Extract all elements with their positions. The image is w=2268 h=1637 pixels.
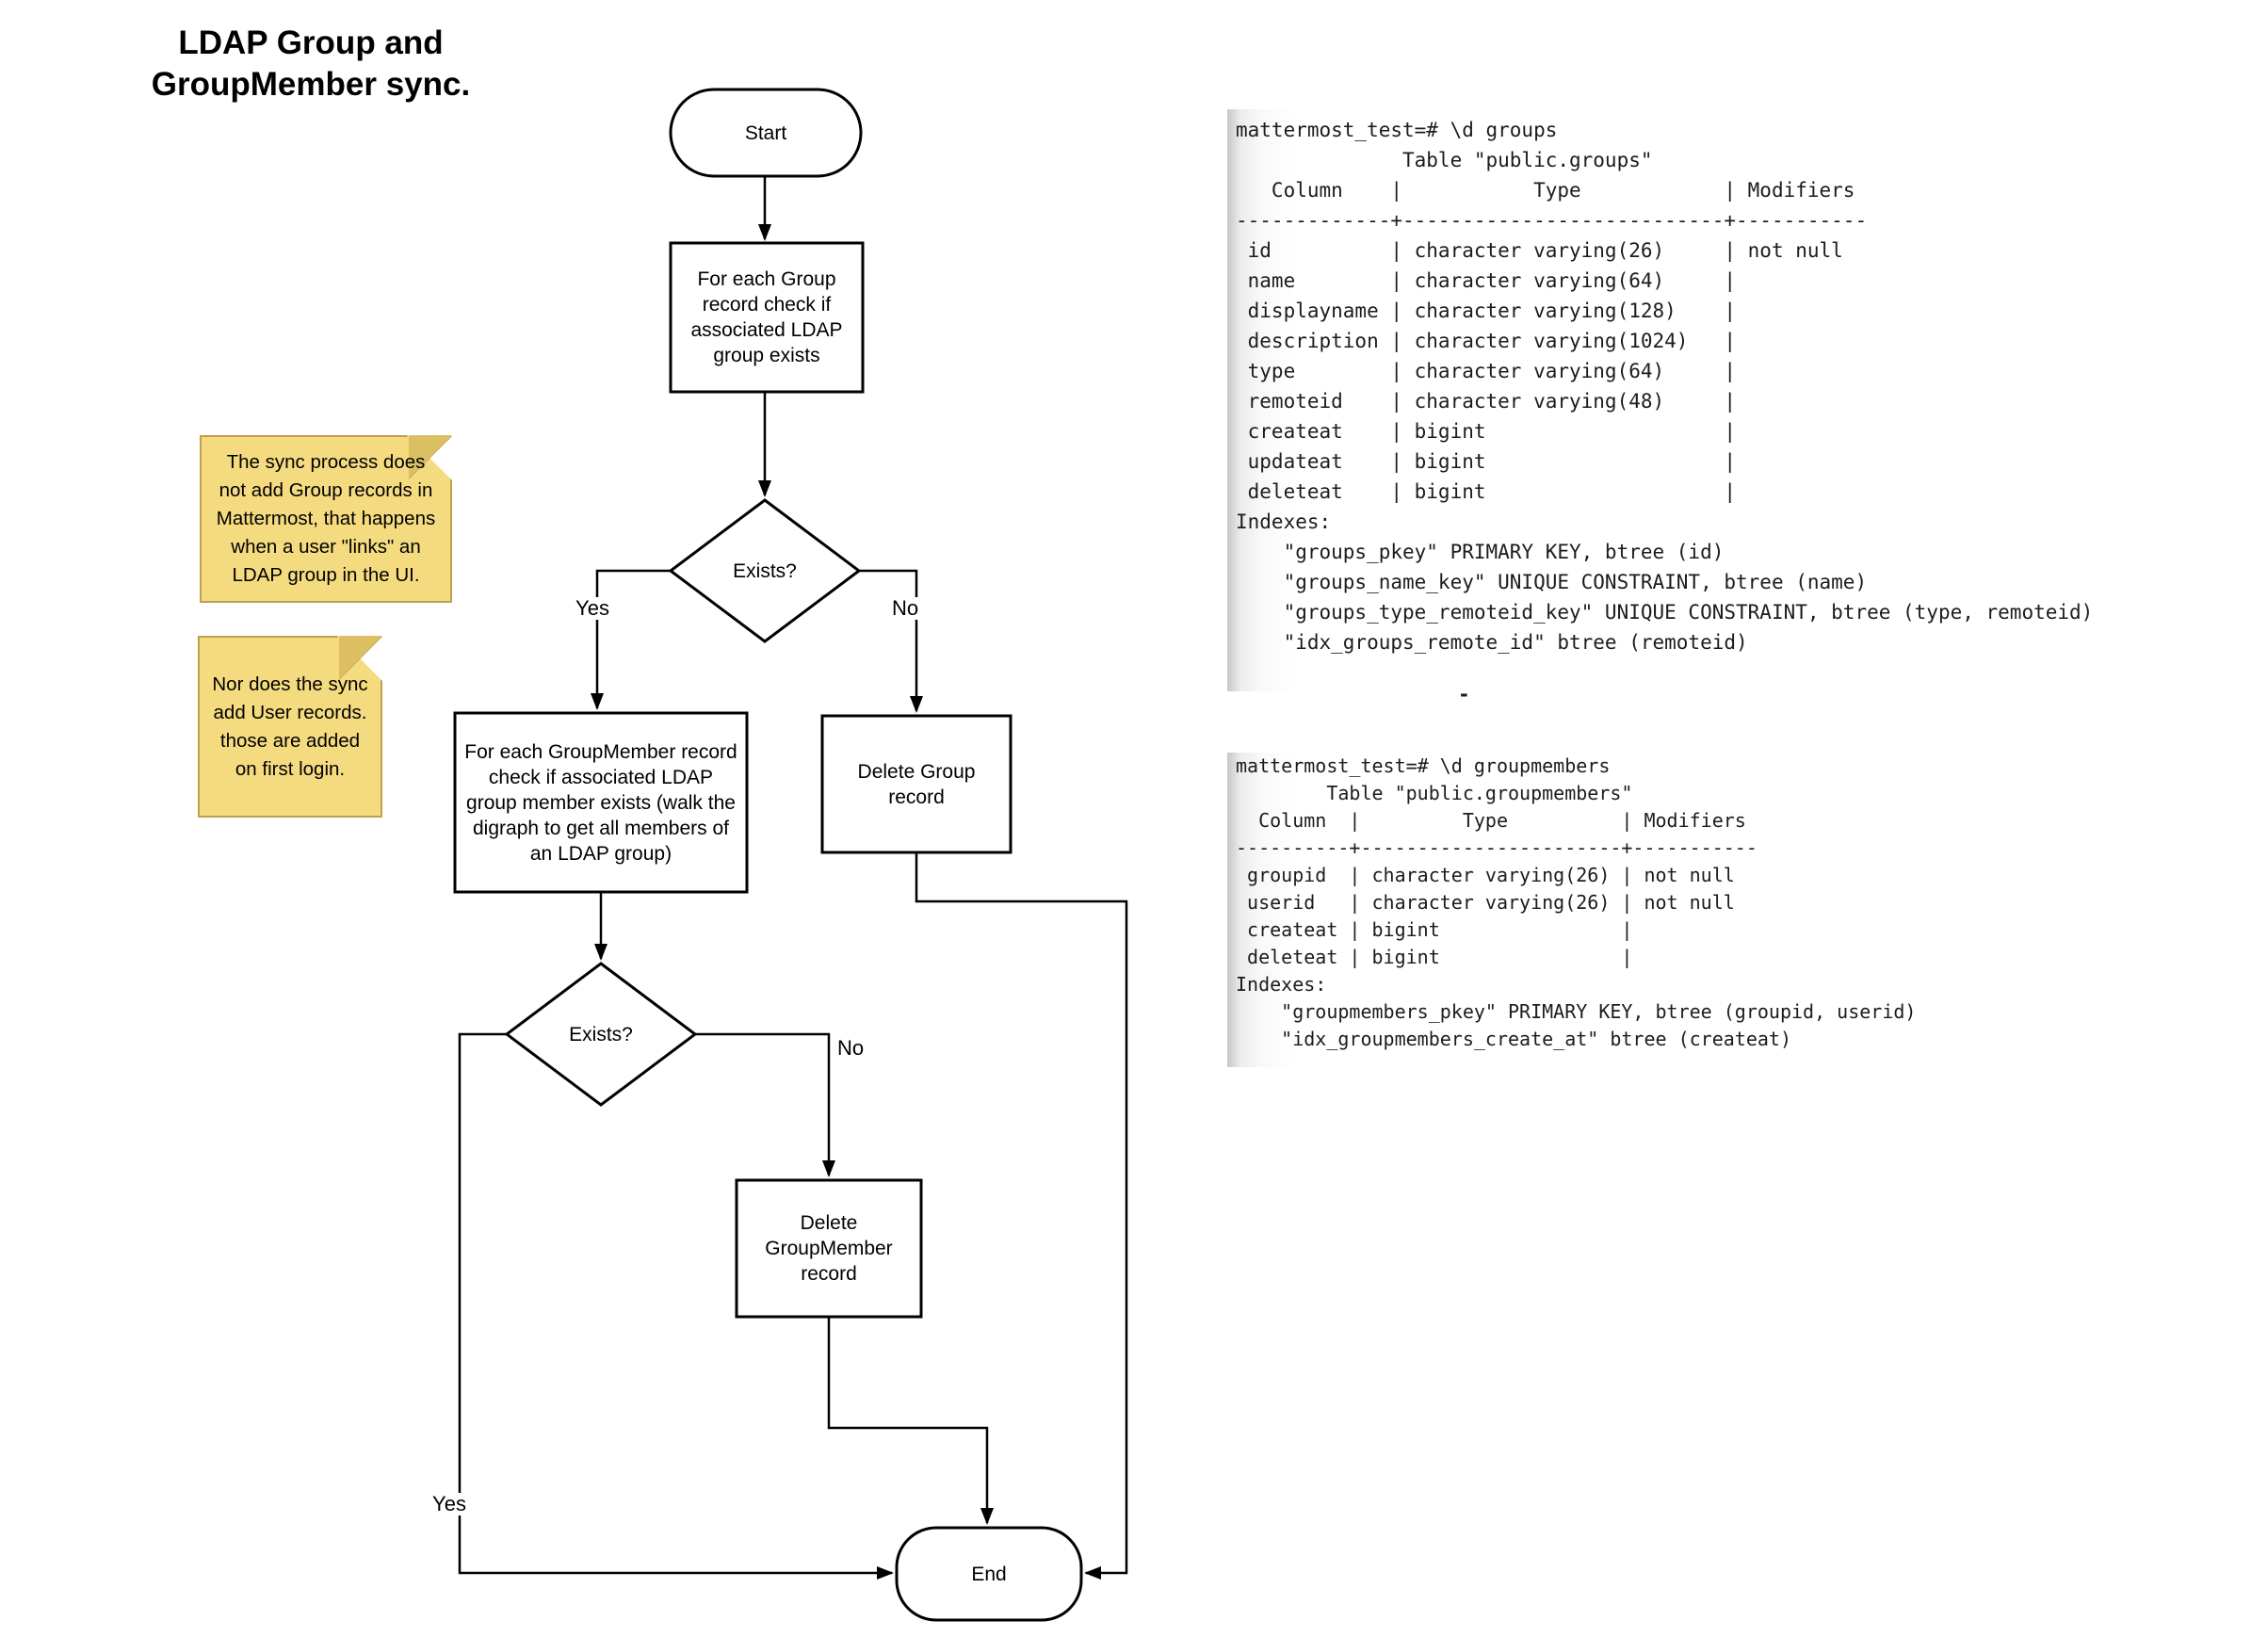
delete-groupmember-node-shape [735, 1178, 923, 1319]
end-node-label: End [971, 1563, 1007, 1585]
edge-label-group-no: No [888, 597, 922, 620]
sticky-note-group-sync: The sync process does not add Group reco… [200, 435, 452, 603]
exists-groupmember-decision-shape [504, 962, 698, 1107]
exists-groupmember-decision-label: Exists? [569, 1023, 633, 1045]
terminal-cursor-dash: - [1458, 683, 1470, 705]
delete-group-node-shape [820, 714, 1012, 854]
exists-group-decision-label: Exists? [733, 559, 797, 582]
edge-exists-yes-to-check-groupmember [591, 569, 671, 710]
edge-exists2-yes-to-end [458, 1032, 894, 1580]
diagram-title: LDAP Group and GroupMember sync. [151, 24, 471, 103]
check-groupmember-node-shape [453, 711, 749, 894]
check-group-node-label: For each Group record check if associate… [690, 268, 843, 366]
check-groupmember-node-label: For each GroupMember record check if ass… [464, 740, 737, 865]
start-node-label: Start [744, 122, 787, 144]
note-fold-corner [339, 636, 382, 679]
edge-label-group-yes: Yes [573, 597, 612, 620]
check-group-node-shape [669, 241, 865, 394]
terminal-snippet-groups-background [1227, 109, 2252, 691]
edge-exists2-no-to-delete-groupmember [695, 1032, 835, 1177]
edge-delete-group-to-end [915, 852, 1128, 1580]
edge-exists-no-to-delete-group [859, 569, 923, 713]
delete-groupmember-node-label: Delete GroupMember record [765, 1212, 893, 1285]
edge-label-member-no: No [834, 1037, 867, 1060]
start-node-shape [669, 88, 863, 178]
delete-group-node-label: Delete Group record [857, 760, 976, 808]
sticky-note-group-sync-text: The sync process does not add Group reco… [216, 451, 436, 586]
sticky-note-user-sync-text: Nor does the sync add User records. thos… [212, 673, 368, 780]
note-fold-corner [409, 435, 452, 478]
sticky-note-user-sync: Nor does the sync add User records. thos… [198, 636, 382, 818]
terminal-snippet-groupmembers-background [1227, 753, 2113, 1067]
edge-label-member-yes: Yes [429, 1493, 469, 1515]
exists-group-decision-shape [668, 498, 862, 643]
end-node-shape [895, 1526, 1083, 1622]
terminal-snippet-groups: mattermost_test=# \d groups Table "publi… [1236, 119, 2094, 654]
edge-delete-groupmember-to-end [827, 1317, 994, 1525]
terminal-snippet-groupmembers: mattermost_test=# \d groupmembers Table … [1236, 754, 1917, 1050]
